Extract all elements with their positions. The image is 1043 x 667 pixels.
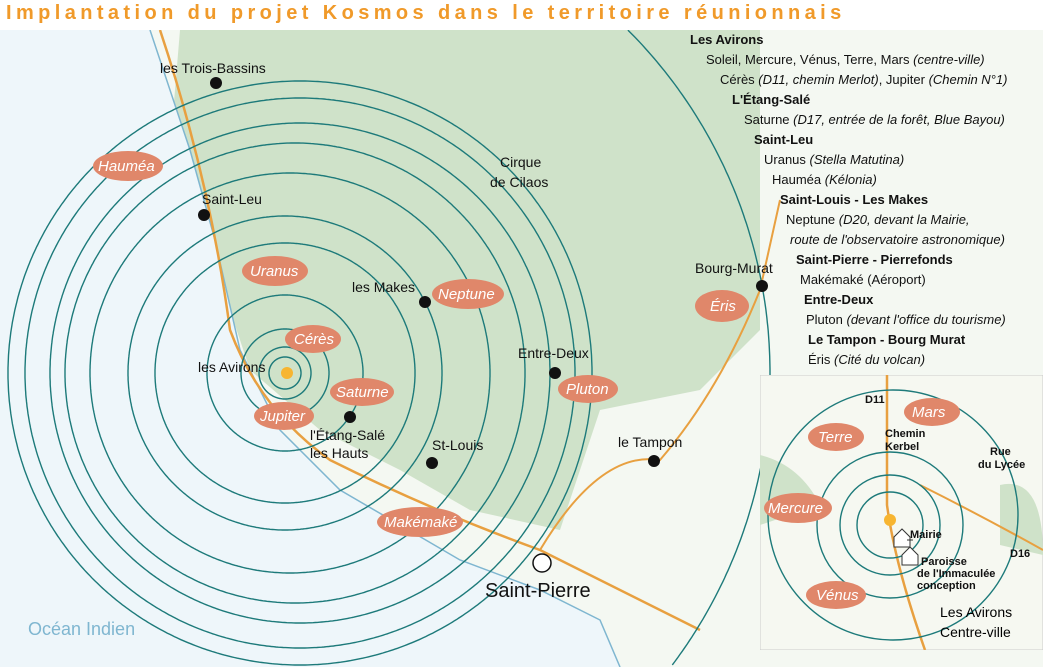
town-label: les Makes <box>352 279 415 295</box>
legend-heading: L'Étang-Salé <box>732 92 811 107</box>
town-label: les Hauts <box>310 445 368 461</box>
landmark-label: conception <box>917 580 976 592</box>
svg-text:Mars: Mars <box>912 404 946 421</box>
town-label: les Trois-Bassins <box>160 60 266 76</box>
town-label: Cirque <box>500 154 541 170</box>
legend-item: Neptune (D20, devant la Mairie, <box>786 212 970 227</box>
orbit-circle <box>49 122 551 624</box>
town-label: Saint-Pierre <box>485 580 591 602</box>
orbit-circle <box>7 80 593 666</box>
road <box>539 199 781 551</box>
legend: Les Avirons Soleil, Mercure, Vénus, Terr… <box>690 30 1007 370</box>
road-label: D16 <box>1010 548 1030 560</box>
legend-item: Makémaké (Aéroport) <box>800 272 926 287</box>
legend-heading: Entre-Deux <box>804 292 874 307</box>
legend-item: Soleil, Mercure, Vénus, Terre, Mars (cen… <box>706 52 985 67</box>
orbit-circle <box>154 242 416 504</box>
orbit-circle <box>268 356 302 390</box>
church-icon <box>901 537 919 566</box>
town-label: les Avirons <box>198 359 265 375</box>
road-label: du Lycée <box>978 459 1025 471</box>
svg-text:Pluton: Pluton <box>566 381 609 398</box>
legend-item: Saturne (D17, entrée de la forêt, Blue B… <box>744 112 1005 127</box>
svg-text:Uranus: Uranus <box>250 263 299 280</box>
town-label: l'Étang-Salé <box>310 427 385 443</box>
legend-item: Éris (Cité du volcan) <box>808 352 926 367</box>
inset-planet-bubbles: Mars Terre Mercure Vénus <box>764 398 960 609</box>
town-label: le Tampon <box>618 434 682 450</box>
svg-text:Jupiter: Jupiter <box>259 408 306 425</box>
orbit-circle <box>127 215 443 531</box>
legend-heading: Saint-Louis - Les Makes <box>780 192 929 207</box>
road-label: Kerbel <box>885 441 919 453</box>
legend-item: Uranus (Stella Matutina) <box>764 152 905 167</box>
orbit-circle <box>89 172 491 574</box>
landmark-label: Mairie <box>910 529 942 541</box>
road-label: Rue <box>990 446 1011 458</box>
town-label: de Cilaos <box>490 174 548 190</box>
planet-bubbles: Hauméa Uranus Neptune Cérès Saturne Jupi… <box>93 151 749 537</box>
svg-text:Mercure: Mercure <box>768 500 823 517</box>
town-label: Saint-Leu <box>202 191 262 207</box>
svg-text:Makémaké: Makémaké <box>384 514 457 531</box>
town-label: Bourg-Murat <box>695 260 773 276</box>
orbit-circle <box>24 97 576 649</box>
legend-item: Cérès (D11, chemin Merlot), Jupiter (Che… <box>720 72 1008 87</box>
road-label: Chemin <box>885 428 926 440</box>
road <box>158 30 701 632</box>
landmark-label: de l'Immaculée <box>917 568 995 580</box>
svg-text:Neptune: Neptune <box>438 286 495 303</box>
ocean-label: Océan Indien <box>28 619 135 639</box>
road-label: D11 <box>865 394 885 406</box>
landmark-label: Paroisse <box>921 556 967 568</box>
inset-place-label: Centre-ville <box>940 624 1011 640</box>
inset-orbit-circles <box>767 389 1019 641</box>
sun-marker <box>884 514 896 526</box>
svg-text:Cérès: Cérès <box>294 331 335 348</box>
svg-text:Vénus: Vénus <box>816 587 859 604</box>
svg-text:Saturne: Saturne <box>336 384 389 401</box>
legend-heading: Saint-Leu <box>754 132 814 147</box>
town-label: Entre-Deux <box>518 345 589 361</box>
town-markers <box>198 77 768 573</box>
legend-item: Hauméa (Kélonia) <box>772 172 877 187</box>
svg-text:Éris: Éris <box>710 298 736 315</box>
legend-heading: Saint-Pierre - Pierrefonds <box>796 252 953 267</box>
orbit-circle <box>206 294 364 452</box>
orbit-circle <box>64 142 526 604</box>
inset-map: D11 Chemin Kerbel Rue du Lycée D16 Mairi… <box>760 375 1043 650</box>
inset-place-label: Les Avirons <box>940 604 1012 620</box>
svg-text:Terre: Terre <box>818 429 852 446</box>
map-title: Implantation du projet Kosmos dans le te… <box>6 2 846 24</box>
legend-item: route de l'observatoire astronomique) <box>790 232 1005 247</box>
town-label: St-Louis <box>432 437 483 453</box>
legend-heading: Les Avirons <box>690 32 764 47</box>
legend-heading: Le Tampon - Bourg Murat <box>808 332 966 347</box>
legend-item: Pluton (devant l'office du tourisme) <box>806 312 1006 327</box>
ocean <box>0 30 620 667</box>
main-map: les Trois-Bassins Saint-Leu les Makes le… <box>0 30 1043 667</box>
svg-text:Hauméa: Hauméa <box>98 158 155 175</box>
sun-marker <box>281 367 293 379</box>
